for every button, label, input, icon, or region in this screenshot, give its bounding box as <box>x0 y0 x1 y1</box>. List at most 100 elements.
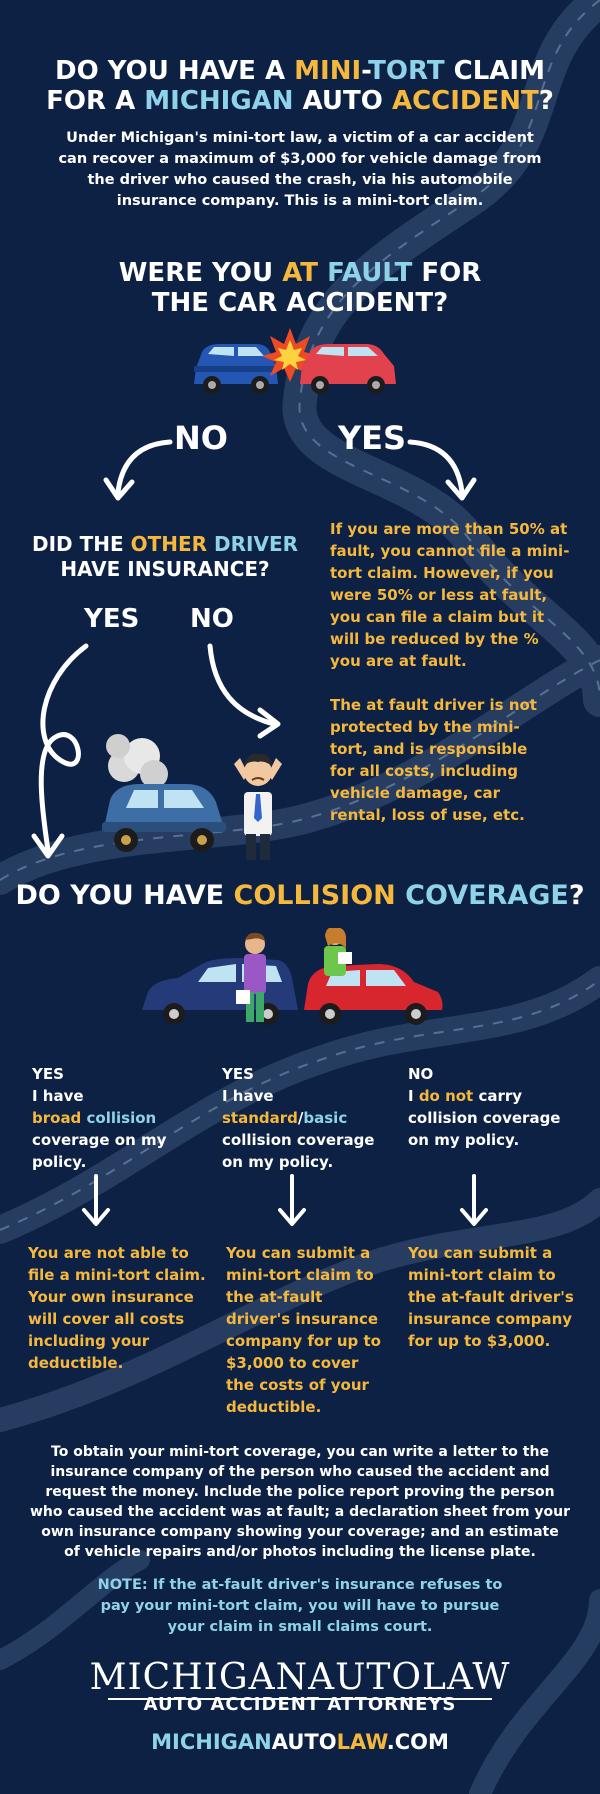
title-tort: TORT <box>368 56 445 86</box>
option-collision: collision <box>81 1109 157 1127</box>
text-line: for all costs, including <box>330 762 519 780</box>
option-text: policy. <box>32 1153 87 1171</box>
how-to-obtain-paragraph: To obtain your mini-tort coverage, you c… <box>0 1442 600 1562</box>
option-text: coverage on my <box>32 1131 167 1149</box>
collision-question-mark: ? <box>568 880 585 911</box>
arrow-down-icon <box>460 1174 488 1226</box>
option-text: I have <box>222 1087 274 1105</box>
note-paragraph: NOTE: If the at-fault driver's insurance… <box>0 1575 600 1638</box>
title-text: FOR A <box>46 86 145 116</box>
option-text: on my policy. <box>222 1153 334 1171</box>
collision-question-text: DO YOU HAVE <box>15 880 234 911</box>
brand-divider <box>108 1698 492 1700</box>
main-title-line2: FOR A MICHIGAN AUTO ACCIDENT? <box>0 86 600 116</box>
option-answer: YES <box>222 1065 254 1083</box>
paragraph-line: of vehicle repairs and/or photos includi… <box>64 1544 536 1560</box>
result-line: will cover all costs <box>28 1310 185 1328</box>
result-line: company for up to <box>226 1332 381 1350</box>
result-line: mini-tort claim to <box>226 1266 374 1284</box>
option-no-collision: NO I do not carry collision coverage on … <box>408 1063 588 1151</box>
paragraph-line: request the money. Include the police re… <box>45 1484 555 1500</box>
text-line: were 50% or less at fault, <box>330 586 548 604</box>
result-line: You can submit a <box>226 1244 371 1262</box>
paragraph-line: To obtain your mini-tort coverage, you c… <box>51 1444 549 1460</box>
arrow-right-down-icon <box>407 439 477 501</box>
arrow-curve-right-icon <box>207 643 281 739</box>
fault-question-at: AT <box>282 258 319 288</box>
fault-question: WERE YOU AT FAULT FOR THE CAR ACCIDENT? <box>0 258 600 318</box>
fault-question-text: WERE YOU <box>118 258 283 288</box>
note-line: your claim in small claims court. <box>167 1619 433 1635</box>
text-line: rental, loss of use, etc. <box>330 806 525 824</box>
intro-line: the driver who caused the crash, via his… <box>87 172 513 188</box>
option-text: carry <box>473 1087 523 1105</box>
main-title: DO YOU HAVE A MINI-TORT CLAIM FOR A MICH… <box>0 56 600 116</box>
result-line: the at-fault driver's <box>408 1288 574 1306</box>
navy-car-icon <box>142 958 298 1025</box>
website-link[interactable]: MICHIGANAUTOLAW.COM <box>0 1730 600 1754</box>
title-text: DO YOU HAVE A <box>55 56 295 86</box>
collision-question-collision: COLLISION <box>233 880 396 911</box>
title-claim: CLAIM <box>444 56 545 86</box>
intro-line: insurance company. This is a mini-tort c… <box>116 193 484 209</box>
brand-tagline: AUTO ACCIDENT ATTORNEYS <box>143 1694 457 1715</box>
result-line: mini-tort claim to <box>408 1266 556 1284</box>
option-standard-collision: YES I have standard/basic collision cove… <box>222 1063 392 1173</box>
option-text: collision coverage <box>222 1131 375 1149</box>
fault-question-for: FOR <box>412 258 482 288</box>
result-line: You are not able to <box>28 1244 189 1262</box>
title-accident: ACCIDENT <box>391 86 539 116</box>
result-line: the at-fault <box>226 1288 323 1306</box>
intro-line: Under Michigan's mini-tort law, a victim… <box>66 130 534 146</box>
result-line: for up to $3,000. <box>408 1332 551 1350</box>
blue-car-icon <box>194 344 278 394</box>
title-dash: - <box>361 56 369 86</box>
text-line: tort claim. However, if you <box>330 564 554 582</box>
arrow-left-down-icon <box>103 439 173 501</box>
result-standard-collision: You can submit a mini-tort claim to the … <box>226 1242 396 1418</box>
fault-yes-explanation: If you are more than 50% at fault, you c… <box>330 518 570 826</box>
website-part: AUTO <box>271 1730 337 1754</box>
other-driver-driver: DRIVER <box>207 532 299 556</box>
smoke-icon <box>106 734 168 788</box>
fault-yes-paragraph-2: The at fault driver is not protected by … <box>330 694 570 826</box>
other-driver-other: OTHER <box>130 532 208 556</box>
fault-yes-label: YES <box>338 419 407 457</box>
result-line: file a mini-tort claim. <box>28 1266 206 1284</box>
option-broad: broad <box>32 1109 82 1127</box>
paragraph-line: own insurance company showing your cover… <box>41 1524 559 1540</box>
other-driver-yes-label: YES <box>84 604 140 634</box>
result-line: You can submit a <box>408 1244 553 1262</box>
paragraph-line: who caused the accident was at fault; a … <box>29 1504 571 1520</box>
two-cars-illustration <box>142 928 443 1025</box>
option-text: on my policy. <box>408 1131 520 1149</box>
text-line: you can file a claim but it <box>330 608 545 626</box>
text-line: vehicle damage, car <box>330 784 501 802</box>
result-line: insurance company <box>408 1310 573 1328</box>
website-part: .COM <box>386 1730 449 1754</box>
red-car-icon <box>300 344 396 394</box>
text-line: will be reduced by the % <box>330 630 539 648</box>
other-driver-no-label: NO <box>190 604 234 634</box>
woman-with-paper-icon <box>324 928 352 976</box>
man-with-phone-icon <box>236 932 266 1022</box>
brand-logo: MICHIGANAUTOLAW <box>89 1657 511 1698</box>
fault-question-fault: FAULT <box>318 258 413 288</box>
paragraph-line: insurance company of the person who caus… <box>50 1464 550 1480</box>
text-line: tort, and is responsible <box>330 740 528 758</box>
intro-paragraph: Under Michigan's mini-tort law, a victim… <box>0 128 600 212</box>
note-line: pay your mini-tort claim, you will have … <box>100 1598 500 1614</box>
collision-question-coverage: COVERAGE <box>395 880 569 911</box>
result-line: the costs of your <box>226 1376 369 1394</box>
damaged-car-icon <box>102 784 226 852</box>
result-line: deductible. <box>226 1398 322 1416</box>
stressed-man-icon <box>234 753 282 860</box>
option-answer: NO <box>408 1065 434 1083</box>
option-slash: / <box>297 1109 304 1127</box>
result-line: driver's insurance <box>226 1310 379 1328</box>
intro-line: can recover a maximum of $3,000 for vehi… <box>58 151 542 167</box>
text-line: protected by the mini- <box>330 718 520 736</box>
title-michigan: MICHIGAN <box>144 86 294 116</box>
result-broad-collision: You are not able to file a mini-tort cla… <box>28 1242 208 1374</box>
website-part: MICHIGAN <box>151 1730 272 1754</box>
